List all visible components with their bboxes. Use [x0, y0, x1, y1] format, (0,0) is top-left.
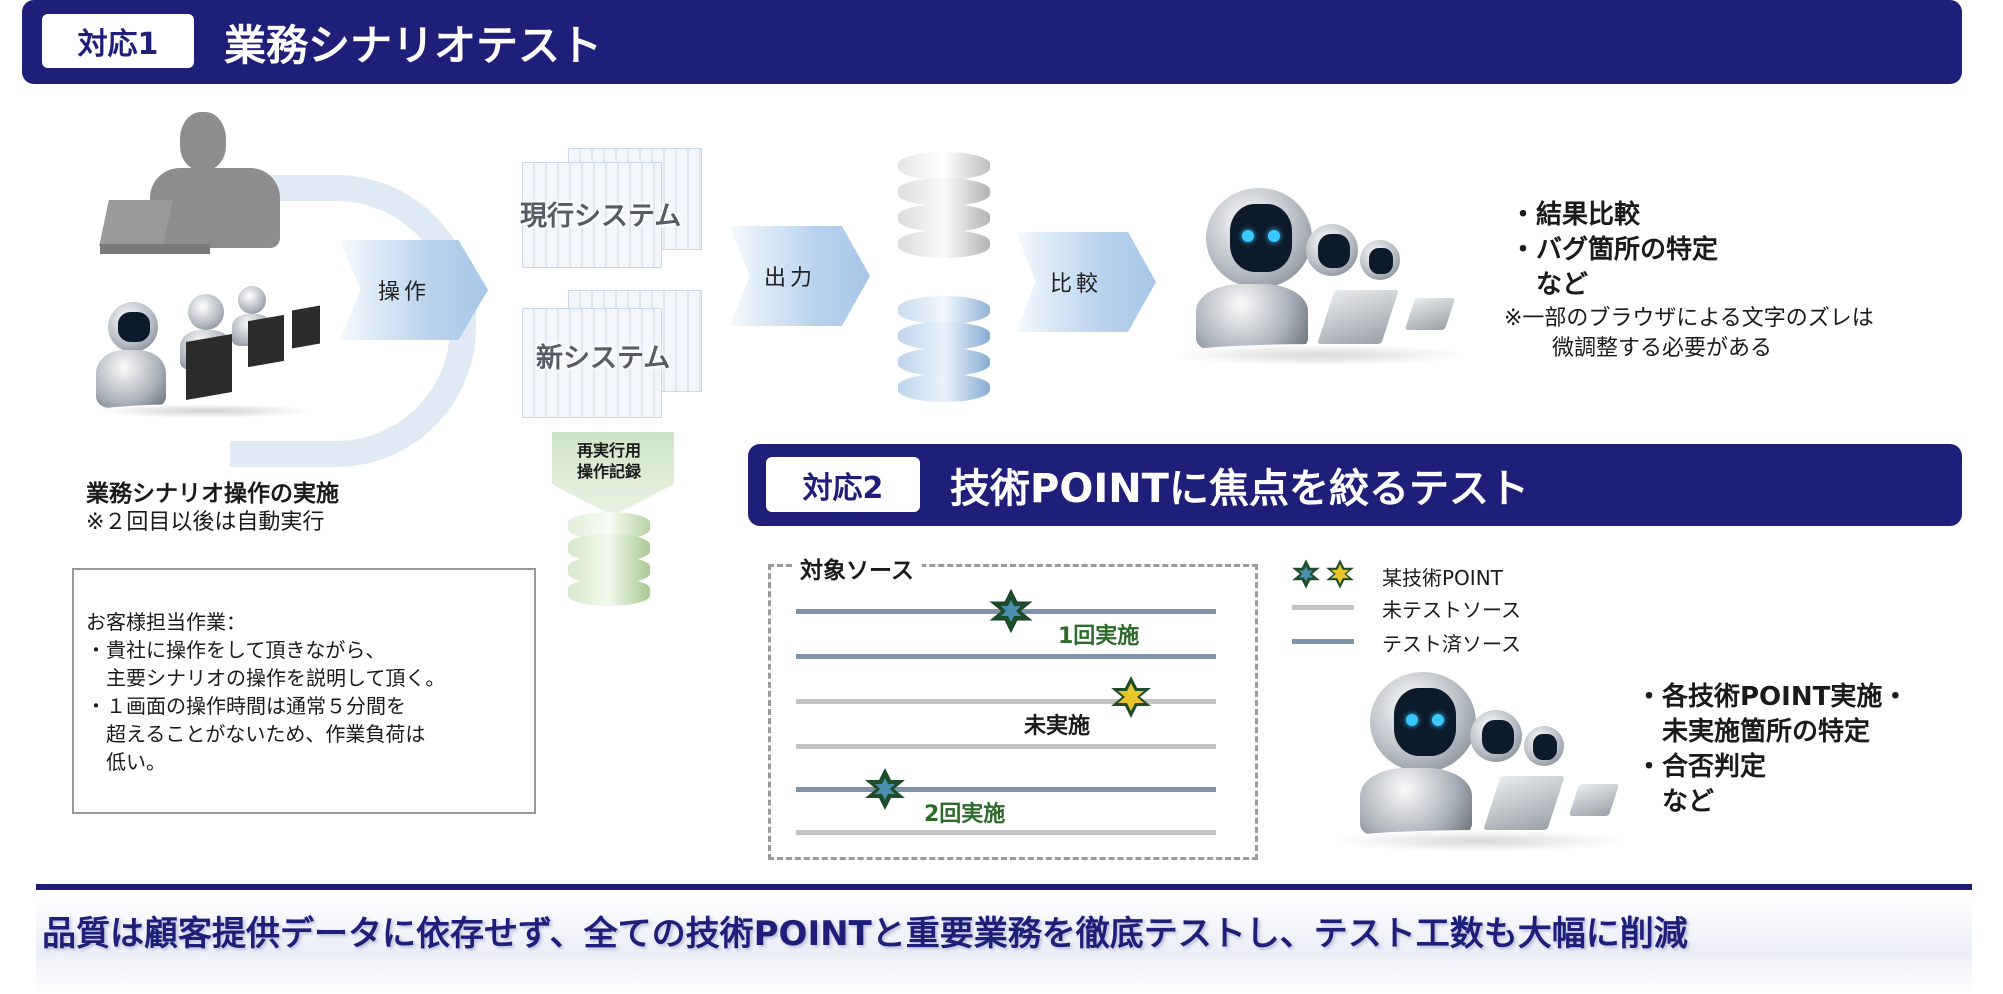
robot-lower-eye-left: [1406, 714, 1418, 726]
robot-laptop-1: [1317, 290, 1399, 344]
operator-body: [150, 168, 280, 248]
customer-line-2: ・貴社に操作をして頂きながら、: [86, 638, 386, 662]
footer-band: [36, 896, 1972, 994]
robot-lower-eye-right: [1432, 714, 1444, 726]
customer-line-1: お客様担当作業：: [86, 610, 246, 634]
section1-title: 業務シナリオテスト: [224, 21, 603, 70]
robot-lower-laptop-2: [1568, 784, 1620, 816]
section2-header: [748, 444, 1962, 526]
compare-arrow: 比較: [1016, 232, 1156, 332]
legend-untested-line: [1292, 605, 1354, 610]
current-server-rack-front: [522, 162, 662, 268]
robot-back-1-face: [1318, 234, 1350, 268]
legend-untested-label: 未テストソース: [1382, 598, 1521, 622]
result-item-2: ・バグ箇所の特定: [1510, 235, 1719, 265]
robot-main-face: [1230, 204, 1292, 272]
result2-item-4: など: [1636, 787, 1715, 817]
result-item-1: ・結果比較: [1510, 200, 1641, 230]
legend-tested-line: [1292, 639, 1354, 644]
legend-point-star-icon-1: [1292, 559, 1320, 589]
new-system-label: 新システム: [536, 343, 671, 374]
result2-item-3: ・合否判定: [1636, 752, 1767, 782]
section2-badge: 対応2: [766, 457, 920, 512]
robot-main-eye-right: [1268, 230, 1280, 242]
robot-left-1-face: [118, 312, 150, 342]
target-source-box: [768, 564, 1258, 860]
source-line-tested-2: [796, 654, 1216, 659]
result-note-2: 微調整する必要がある: [1552, 336, 1773, 361]
target-source-title: 対象ソース: [792, 551, 922, 585]
robot-laptop-2: [1404, 298, 1456, 330]
footer-message: 品質は顧客提供データに依存せず、全ての技術POINTと重要業務を徹底テストし、テ…: [42, 914, 1688, 954]
label-second-run: 2回実施: [924, 802, 1006, 827]
operate-arrow: 操作: [340, 240, 488, 340]
new-system-server: 新システム: [522, 290, 702, 420]
result2-item-1: ・各技術POINT実施・: [1636, 682, 1909, 712]
point-star-icon-2: [865, 768, 905, 810]
scenario-title: 業務シナリオ操作の実施: [86, 481, 339, 507]
record-database-icon: [568, 512, 650, 612]
robot-lower-back-1-face: [1482, 720, 1514, 754]
output-arrow-label: 出力: [763, 266, 816, 291]
point-star-icon-yellow: [1111, 676, 1151, 718]
record-label-line1: 再実行用: [577, 441, 642, 460]
section1-badge: 対応1: [42, 14, 194, 68]
footer-divider: [36, 884, 1972, 890]
robot-left-1-body: [96, 350, 166, 408]
robot-lower-back-2-face: [1533, 734, 1557, 760]
section1-header: [22, 0, 1962, 84]
source-line-untested-3: [796, 830, 1216, 835]
robot-lower-main-body: [1360, 768, 1472, 838]
robot-shadow-top: [1170, 344, 1470, 366]
result-note-1: ※一部のブラウザによる文字のズレは: [1504, 306, 1874, 331]
robot-left-2-head: [188, 294, 224, 330]
result-item-3: など: [1510, 270, 1589, 300]
operator-head: [180, 112, 226, 170]
output-arrow: 出力: [730, 226, 870, 326]
operator-laptop: [99, 200, 173, 246]
robot-monitor-3: [292, 305, 320, 349]
current-output-database-icon: [898, 152, 990, 272]
robot-monitor-2: [248, 314, 284, 368]
label-first-run: 1回実施: [1058, 624, 1140, 649]
robot-shadow-bottom: [1330, 830, 1630, 852]
robot-left-3-head: [238, 286, 266, 314]
robot-main-body: [1196, 284, 1308, 352]
robot-monitor-1: [186, 333, 232, 401]
operator-laptop-base: [100, 244, 210, 254]
source-line-tested-3: [796, 787, 1216, 792]
legend-tested-label: テスト済ソース: [1382, 632, 1521, 656]
current-system-label: 現行システム: [520, 201, 682, 232]
new-output-database-icon: [898, 296, 990, 416]
operate-arrow-label: 操作: [377, 280, 430, 305]
result2-item-2: 未実施箇所の特定: [1636, 717, 1871, 747]
label-not-run: 未実施: [1024, 714, 1091, 739]
customer-line-5: 超えることがないため、作業負荷は: [86, 722, 426, 746]
legend-point-star-icon-2: [1326, 559, 1354, 589]
customer-line-3: 主要シナリオの操作を説明して頂く。: [86, 666, 446, 690]
record-label-line2: 操作記録: [577, 462, 642, 481]
legend-point-label: 某技術POINT: [1382, 566, 1503, 590]
customer-line-6: 低い。: [86, 750, 166, 774]
source-line-untested-2: [796, 744, 1216, 749]
source-line-untested-1: [796, 699, 1216, 704]
robot-back-2-face: [1369, 248, 1393, 274]
scenario-note: ※２回目以後は自動実行: [86, 510, 325, 535]
robot-main-eye-left: [1242, 230, 1254, 242]
desk-shadow: [96, 404, 316, 418]
customer-task-box: お客様担当作業： ・貴社に操作をして頂きながら、 主要シナリオの操作を説明して頂…: [72, 568, 536, 814]
current-system-server: 現行システム: [520, 148, 702, 268]
customer-line-4: ・１画面の操作時間は通常５分間を: [86, 694, 406, 718]
section2-title: 技術POINTに焦点を絞るテスト: [950, 466, 1529, 512]
new-server-rack-front: [522, 308, 662, 418]
point-star-icon-1: [989, 588, 1033, 634]
robot-lower-laptop-1: [1483, 776, 1565, 830]
robot-lower-main-face: [1394, 688, 1456, 756]
compare-arrow-label: 比較: [1049, 272, 1102, 297]
